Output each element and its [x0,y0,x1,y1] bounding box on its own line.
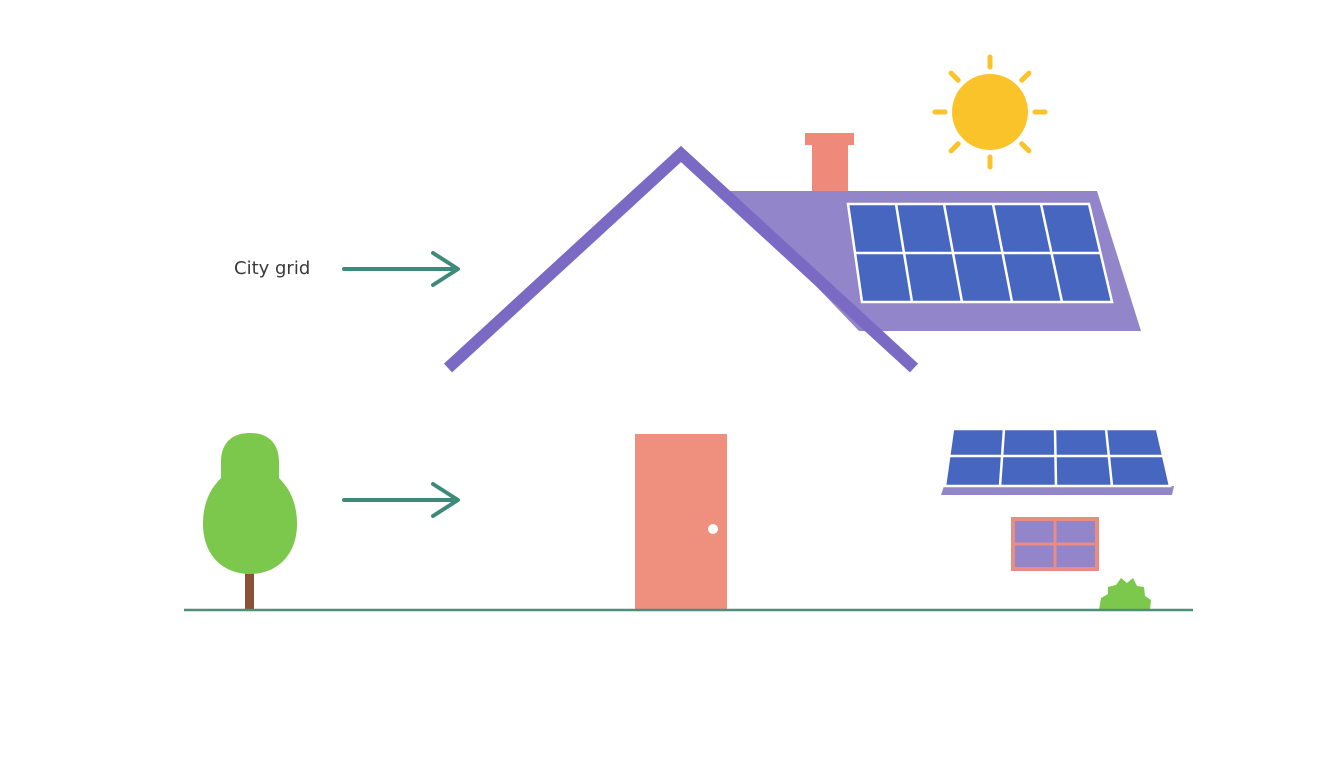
sun-ray [948,70,961,83]
door-knob [708,524,718,534]
sun-icon [932,54,1048,170]
roof-solar-panel-array [846,202,1114,304]
window [1011,517,1099,571]
tree-icon [203,433,297,611]
city-grid-label: City grid [234,258,311,279]
sun-ray [1019,141,1032,154]
roof-outline [443,145,919,373]
door [635,434,727,610]
awning-solar-panel [941,427,1174,495]
chimney [805,133,854,195]
sun-ray [1019,70,1032,83]
sun-ray [948,141,961,154]
arrow-icon-city-grid [342,251,460,287]
arrow-icon-lower [342,482,460,518]
bush-icon [1099,578,1151,610]
